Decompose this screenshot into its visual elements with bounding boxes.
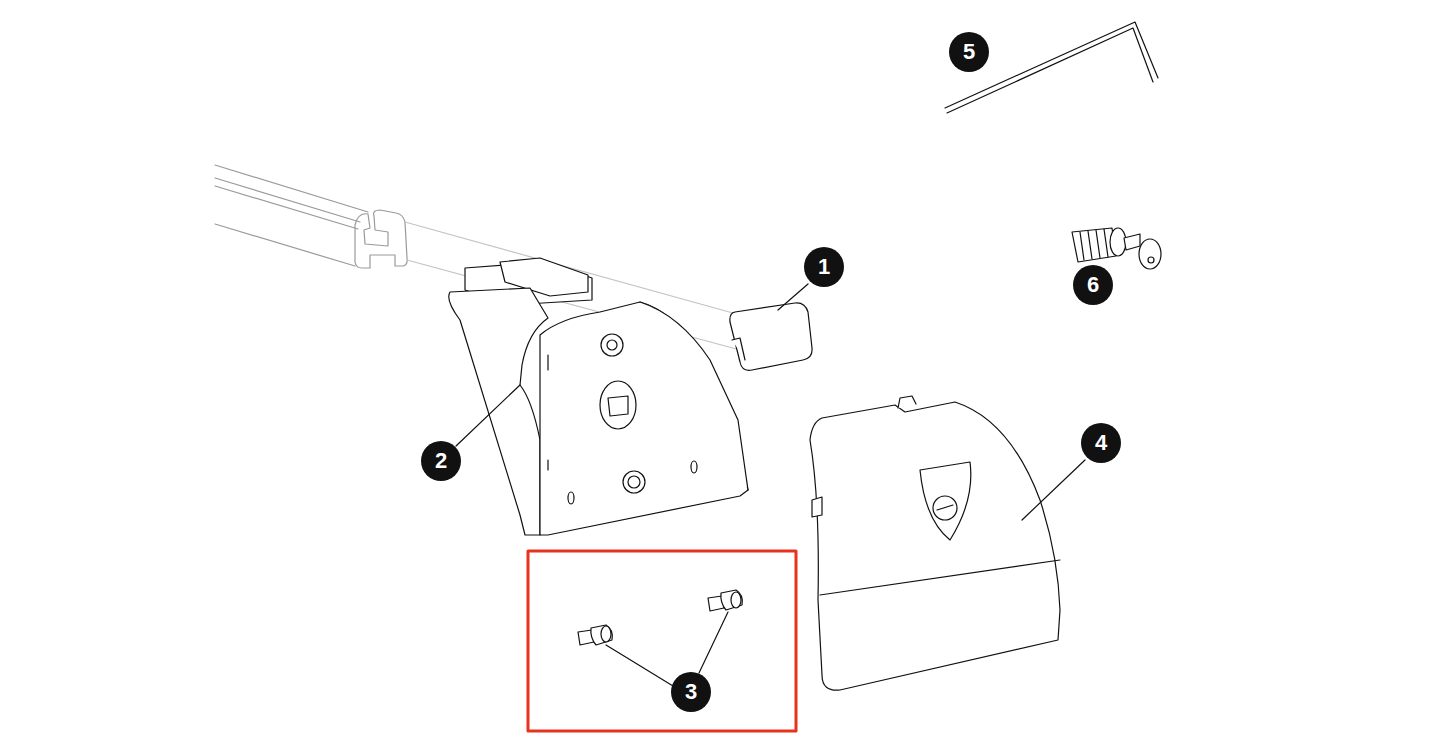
parts-drawing xyxy=(215,22,1161,731)
screw-hole-inner xyxy=(628,476,640,488)
screws xyxy=(578,590,742,645)
key-blade xyxy=(1124,234,1140,250)
foot-side-plate xyxy=(449,288,548,535)
cover-tab xyxy=(812,497,822,517)
leader-line xyxy=(1022,460,1085,520)
lock-body xyxy=(1072,228,1116,262)
end-cap-body xyxy=(730,303,812,370)
screw-socket xyxy=(731,592,741,608)
key-hole xyxy=(1148,257,1154,263)
callout-number: 6 xyxy=(1073,265,1113,305)
foot-cover xyxy=(810,396,1060,690)
bar-edge xyxy=(215,186,358,229)
allen-key xyxy=(945,22,1158,113)
leader-line xyxy=(778,284,808,310)
cover-lock-plate xyxy=(920,462,971,540)
bar-edge xyxy=(215,165,368,212)
callout-number: 5 xyxy=(949,32,989,72)
lock-face xyxy=(1110,228,1126,256)
foot-hole xyxy=(691,461,697,473)
callout-number: 2 xyxy=(421,441,461,481)
foot-bolt-head xyxy=(607,340,617,350)
foot-marks xyxy=(547,355,548,470)
cover-band xyxy=(820,560,1060,595)
leader-line xyxy=(456,385,520,446)
screw-socket xyxy=(601,626,611,642)
end-cap xyxy=(730,303,812,370)
cover-body xyxy=(810,402,1060,690)
foot-bolt xyxy=(601,334,623,356)
highlight-box xyxy=(528,551,796,731)
callout-number: 1 xyxy=(804,247,844,287)
screw-hole xyxy=(623,471,645,493)
foot-hole xyxy=(568,492,574,504)
lock-cylinder-key xyxy=(1072,228,1161,269)
callout-number: 4 xyxy=(1081,423,1121,463)
rack-foot xyxy=(449,258,748,535)
screw-head xyxy=(721,590,743,610)
bar-profile xyxy=(355,210,407,268)
lock-ribs xyxy=(1080,229,1108,260)
leader-line xyxy=(606,645,673,686)
screw-head xyxy=(591,625,613,645)
bar-edge xyxy=(215,178,360,222)
cover-lock xyxy=(933,496,957,520)
leader-line xyxy=(699,612,728,673)
cover-lock-slot xyxy=(937,505,953,510)
lock-socket-slot xyxy=(608,396,628,416)
cover-clip xyxy=(898,396,916,408)
allen-key-outline xyxy=(947,28,1153,113)
leader-lines xyxy=(456,284,1085,686)
end-cap-tab xyxy=(732,338,745,360)
lock-socket xyxy=(600,381,636,429)
key-bow xyxy=(1139,239,1161,269)
foot-rim xyxy=(640,302,748,490)
foot-front-plate xyxy=(540,302,748,535)
callout-number: 3 xyxy=(671,672,711,712)
bar-edge xyxy=(215,224,355,266)
